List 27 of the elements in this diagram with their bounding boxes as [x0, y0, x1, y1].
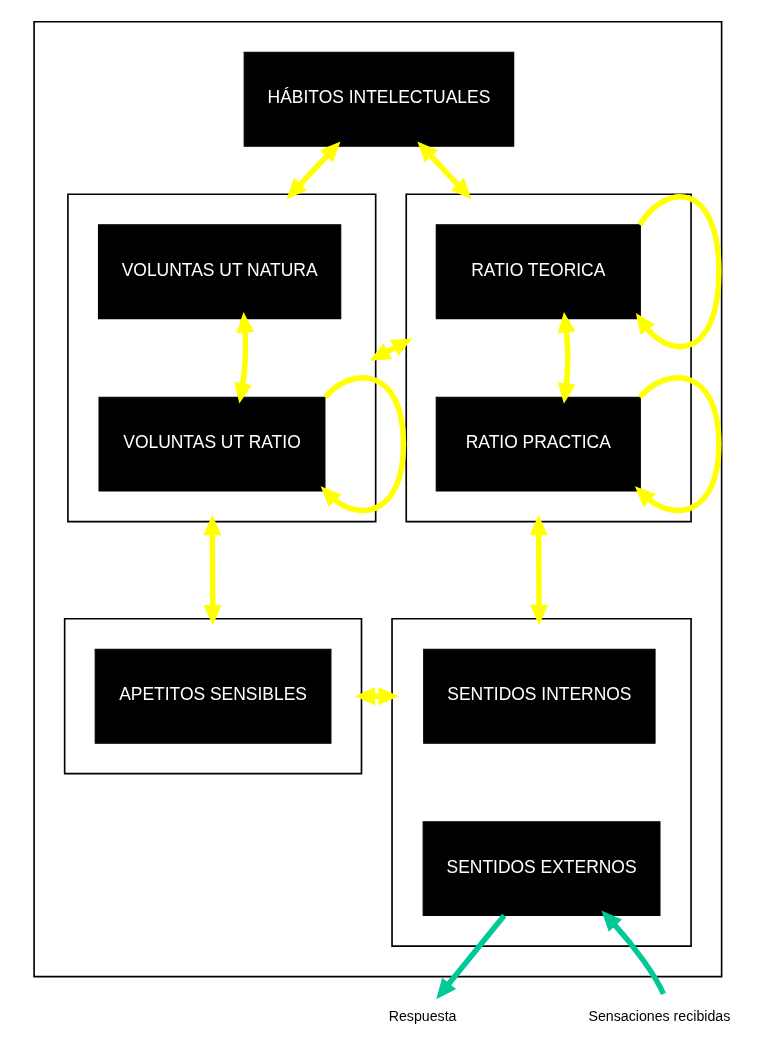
arrow [234, 312, 255, 404]
node-text: Sensaciones recibidas [588, 1007, 731, 1024]
arrow [601, 910, 666, 996]
node-box: VOLUNTAS UT NATURA [97, 224, 342, 320]
cluster [63, 617, 363, 775]
arrow [634, 375, 722, 514]
node-box: SENTIDOS INTERNOS [423, 648, 656, 744]
arrow [286, 141, 341, 200]
arrow [635, 194, 722, 350]
cluster [391, 617, 692, 947]
arrow [557, 312, 576, 404]
node-box: RATIO PRACTICA [435, 396, 641, 492]
arrow [203, 514, 222, 626]
cluster [67, 193, 377, 523]
cluster [405, 193, 692, 523]
node-box: HÁBITOS INTELECTUALES [243, 51, 515, 147]
arrow [529, 514, 548, 626]
node-box: APETITOS SENSIBLES [94, 648, 332, 744]
node-text: Respuesta [388, 1007, 457, 1024]
arrow [417, 141, 472, 200]
node-box: VOLUNTAS UT RATIO [98, 396, 326, 492]
node-box: RATIO TEORICA [435, 224, 641, 320]
arrow [436, 913, 507, 1000]
arrow [354, 687, 399, 706]
arrow [369, 338, 413, 361]
node-box: SENTIDOS EXTERNOS [422, 821, 661, 917]
arrow [320, 375, 407, 514]
